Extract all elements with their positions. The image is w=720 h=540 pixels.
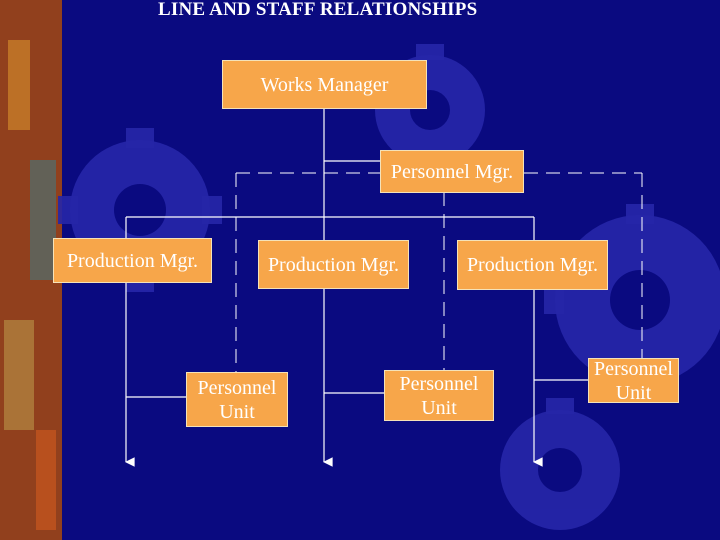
production-mgr-label-1: Production Mgr. <box>66 249 199 272</box>
personnel-unit-box-2: Personnel Unit <box>384 370 494 421</box>
slide-title: LINE AND STAFF RELATIONSHIPS <box>158 0 478 20</box>
production-mgr-box-2: Production Mgr. <box>258 240 409 289</box>
personnel-unit-label-1: Personnel Unit <box>197 376 277 423</box>
personnel-mgr-label: Personnel Mgr. <box>390 160 514 183</box>
production-mgr-label-3: Production Mgr. <box>466 254 599 276</box>
production-mgr-box-1: Production Mgr. <box>53 238 212 283</box>
production-mgr-label-2: Production Mgr. <box>267 253 400 276</box>
works-manager-box: Works Manager <box>222 60 427 109</box>
personnel-unit-label-2: Personnel Unit <box>399 372 479 419</box>
production-mgr-box-3: Production Mgr. <box>457 240 608 290</box>
personnel-unit-label-3: Personnel Unit <box>594 357 673 404</box>
personnel-unit-box-3: Personnel Unit <box>588 357 679 404</box>
works-manager-label: Works Manager <box>260 73 389 96</box>
personnel-mgr-box: Personnel Mgr. <box>380 150 524 193</box>
personnel-unit-box-1: Personnel Unit <box>186 372 288 427</box>
